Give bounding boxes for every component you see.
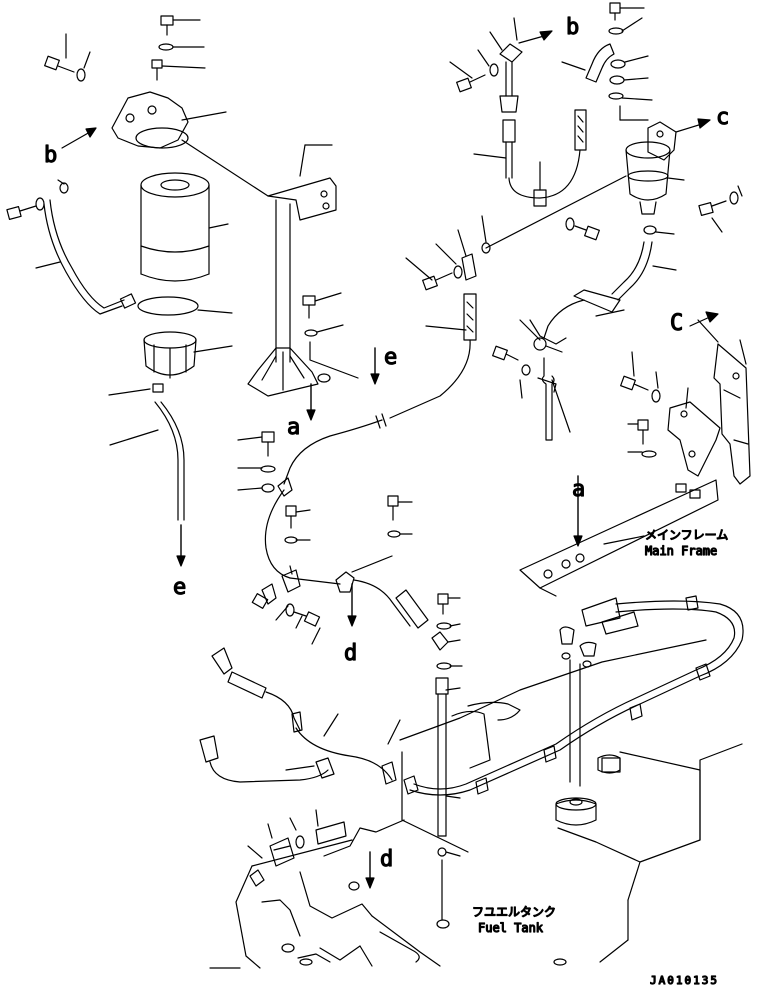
arrow-d-bottom	[365, 877, 375, 889]
hose-end-fitting	[395, 589, 429, 629]
filter-mount-stand	[181, 139, 380, 421]
fuel-filter-assembly	[6, 15, 233, 567]
return-hose-assembly	[403, 595, 744, 826]
left-bolt-pipe-joint	[6, 182, 69, 220]
elbow-fitting	[585, 43, 615, 83]
reference-letters: b b c C e e a a d d	[43, 14, 729, 872]
tank-drain-parts	[247, 809, 375, 889]
bracket-bolt-lower	[627, 419, 657, 458]
feed-hose-left	[199, 647, 401, 785]
pre-filter-assembly	[283, 2, 743, 485]
ref-b-left: b	[44, 143, 57, 168]
ref-c-top: c	[716, 105, 729, 130]
main-frame-section	[519, 475, 719, 597]
arrow-c-top	[697, 118, 711, 129]
arrow-a-frame	[573, 535, 583, 547]
clamp-bolt-right	[565, 217, 600, 241]
main-frame-label-jp: メインフレーム	[645, 528, 728, 542]
bracket-assembly-right	[519, 311, 751, 597]
clip-bolt-pair	[251, 583, 321, 645]
ref-a-mid: a	[287, 415, 300, 440]
fuel-tank-outline	[209, 639, 743, 969]
ref-e-bottom: e	[173, 575, 186, 600]
hose-pair	[473, 109, 587, 207]
bracket-bolt	[620, 351, 689, 409]
water-separator-bowl	[143, 331, 197, 379]
main-frame-label-en: Main Frame	[645, 544, 717, 558]
separator-outlet-hose	[611, 241, 645, 295]
return-hose-loop	[409, 600, 744, 796]
tank-fitting-bolt	[436, 593, 461, 630]
arrow-a-mid	[306, 409, 316, 421]
arrow-d-mid	[347, 615, 357, 627]
arrow-C-right	[705, 311, 719, 323]
clamp-bolt-3	[387, 495, 413, 538]
drain-hose	[154, 401, 179, 521]
drain-clip	[152, 383, 164, 393]
water-separator	[625, 121, 685, 215]
ref-d-mid: d	[344, 641, 357, 666]
tank-pipe-fittings	[431, 593, 463, 929]
filter-cartridge	[140, 172, 210, 282]
filter-supply-pipe	[43, 203, 123, 315]
filter-o-ring	[137, 296, 199, 316]
clamp-bolt-1	[237, 431, 276, 493]
left-long-bolt	[44, 55, 75, 73]
main-fuel-line	[389, 339, 471, 419]
arrow-e-mid	[370, 373, 380, 385]
tank-gauge-plug	[555, 799, 597, 826]
clamp-bolt-2	[284, 505, 311, 544]
left-bolt-washer	[76, 68, 86, 82]
hose-clamp-right	[573, 289, 625, 317]
filter-head-screw	[151, 59, 163, 81]
stand-mount-bolt	[302, 292, 344, 337]
banjo-bolt-left	[456, 74, 486, 93]
mid-line-clamps	[237, 431, 429, 645]
fuel-tank-label-en: Fuel Tank	[478, 921, 544, 935]
part-labels: メインフレーム Main Frame フユエルタンク Fuel Tank JA0…	[471, 527, 728, 987]
top-banjo-bolt	[609, 2, 645, 21]
clip-bolt-mid	[492, 345, 531, 399]
filter-top-washer	[158, 43, 174, 51]
arrow-b-left	[61, 127, 97, 149]
ref-e-mid: e	[384, 345, 397, 370]
hose-connector-b	[499, 30, 553, 113]
ref-C-right: C	[670, 311, 683, 336]
arrow-c-top-line	[675, 123, 703, 133]
ref-d-bottom: d	[380, 847, 393, 872]
filter-top-bolt	[160, 15, 174, 36]
center-connector	[405, 215, 491, 341]
drawing-code: JA010135	[650, 974, 719, 987]
ref-a-frame: a	[572, 477, 585, 502]
filter-head	[111, 91, 189, 149]
separator-mount-bolt	[698, 185, 743, 233]
ref-b-top: b	[566, 15, 579, 40]
arrow-e-bottom	[176, 555, 186, 567]
fuel-tank-label-jp: フユエルタンク	[472, 905, 556, 919]
